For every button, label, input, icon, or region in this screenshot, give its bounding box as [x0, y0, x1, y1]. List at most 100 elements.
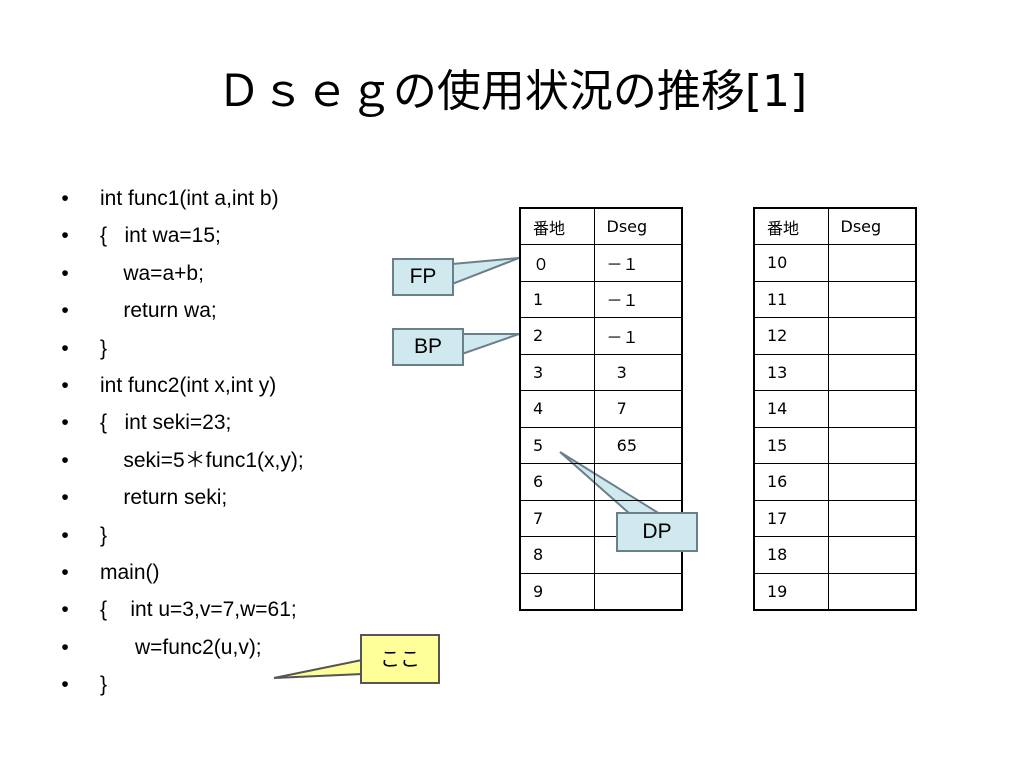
table-row: 12 [753, 317, 917, 355]
code-line-text: w=func2(u,v); [100, 635, 262, 659]
code-line: • w=func2(u,v); [58, 629, 304, 666]
table-row: 11 [753, 280, 917, 318]
code-line-text: seki=5＊func1(x,y); [100, 448, 304, 472]
code-line: •} [58, 330, 304, 367]
address-cell: 3 [519, 353, 595, 391]
code-line-text: int func2(int x,int y) [100, 373, 277, 397]
value-cell [827, 536, 917, 574]
bullet-marker: • [61, 448, 69, 472]
table-row: 17 [753, 499, 917, 537]
code-line: • return wa; [58, 292, 304, 329]
value-cell: 3 [593, 353, 683, 391]
header-address: 番地 [519, 207, 595, 245]
bullet-marker: • [61, 635, 69, 659]
address-cell: 18 [753, 536, 829, 574]
memory-table-right: 番地 Dseg 10 11 12 13 14 15 16 17 18 19 [753, 207, 917, 611]
address-cell: 16 [753, 463, 829, 501]
table-row: ０－１ [519, 244, 683, 282]
code-line-text: return seki; [100, 486, 228, 510]
header-address: 番地 [753, 207, 829, 245]
code-line: • { int u=3,v=7,w=61; [58, 591, 304, 628]
address-cell: 17 [753, 499, 829, 537]
address-cell: 5 [519, 426, 595, 464]
code-line: • int func2(int x,int y) [58, 367, 304, 404]
value-cell [827, 426, 917, 464]
bullet-marker: • [61, 187, 69, 210]
bullet-marker: • [61, 299, 69, 323]
code-line-text: main() [100, 560, 160, 584]
address-cell: 8 [519, 536, 595, 574]
table-row: 2－１ [519, 317, 683, 355]
address-cell: 2 [519, 317, 595, 355]
code-line: • { int wa=15; [58, 217, 304, 254]
header-dseg: Dseg [593, 207, 683, 245]
bullet-marker: • [61, 486, 69, 510]
bullet-marker: • [61, 560, 69, 584]
code-line-text: { int wa=15; [100, 224, 221, 248]
bullet-marker: • [61, 598, 69, 622]
code-line: •} [58, 517, 304, 554]
bp-pointer [461, 333, 520, 356]
bullet-marker: • [61, 411, 69, 435]
bullet-marker: • [61, 673, 69, 697]
address-cell: 19 [753, 572, 829, 610]
table-row: 5 65 [519, 426, 683, 464]
table-row: 16 [753, 463, 917, 501]
table-row: 14 [753, 390, 917, 428]
code-line-text: } [100, 336, 108, 360]
bullet-marker: • [61, 523, 69, 547]
address-cell: 13 [753, 353, 829, 391]
fp-callout: FP [392, 258, 454, 296]
table-row: 13 [753, 353, 917, 391]
code-line-text: } [100, 523, 108, 547]
code-line: •int func1(int a,int b) [58, 180, 304, 217]
code-line: • seki=5＊func1(x,y); [58, 442, 304, 479]
dp-callout: DP [616, 512, 698, 552]
table-row: 19 [753, 572, 917, 610]
bullet-marker: • [61, 373, 69, 397]
memory-table-left: 番地 Dseg ０－１ 1－１ 2－１ 3 3 4 7 5 65 6 7 8 9 [519, 207, 683, 611]
code-line: • { int seki=23; [58, 404, 304, 441]
bp-callout: BP [392, 328, 464, 366]
value-cell [827, 463, 917, 501]
value-cell: 7 [593, 390, 683, 428]
bullet-marker: • [61, 224, 69, 248]
code-bullet-list: •int func1(int a,int b) • { int wa=15; • … [58, 180, 304, 703]
bullet-marker: • [61, 261, 69, 285]
address-cell: 12 [753, 317, 829, 355]
value-cell: －１ [593, 317, 683, 355]
address-cell: 4 [519, 390, 595, 428]
value-cell [827, 353, 917, 391]
address-cell: 6 [519, 463, 595, 501]
code-line-text: } [100, 673, 108, 697]
code-line: • main() [58, 554, 304, 591]
page-title: Ｄｓｅｇの使用状況の推移[1] [216, 66, 808, 117]
value-cell [827, 499, 917, 537]
value-cell [593, 572, 683, 610]
header-dseg: Dseg [827, 207, 917, 245]
address-cell: 9 [519, 572, 595, 610]
address-cell: 15 [753, 426, 829, 464]
value-cell [827, 280, 917, 318]
code-line-text: wa=a+b; [100, 261, 204, 285]
value-cell [593, 463, 683, 501]
code-line-text: { int seki=23; [100, 411, 232, 435]
code-line: • return seki; [58, 479, 304, 516]
address-cell: ０ [519, 244, 595, 282]
fp-pointer [451, 257, 520, 286]
address-cell: 14 [753, 390, 829, 428]
value-cell [827, 572, 917, 610]
address-cell: 11 [753, 280, 829, 318]
table-header-row: 番地 Dseg [753, 207, 917, 245]
code-line-text: { int u=3,v=7,w=61; [100, 598, 297, 622]
value-cell [827, 317, 917, 355]
value-cell [827, 390, 917, 428]
table-row: 9 [519, 572, 683, 610]
address-cell: 10 [753, 244, 829, 282]
value-cell: 65 [593, 426, 683, 464]
here-callout: ここ [360, 634, 440, 684]
table-header-row: 番地 Dseg [519, 207, 683, 245]
bullet-marker: • [61, 336, 69, 360]
value-cell [827, 244, 917, 282]
code-line-text: return wa; [100, 299, 217, 323]
